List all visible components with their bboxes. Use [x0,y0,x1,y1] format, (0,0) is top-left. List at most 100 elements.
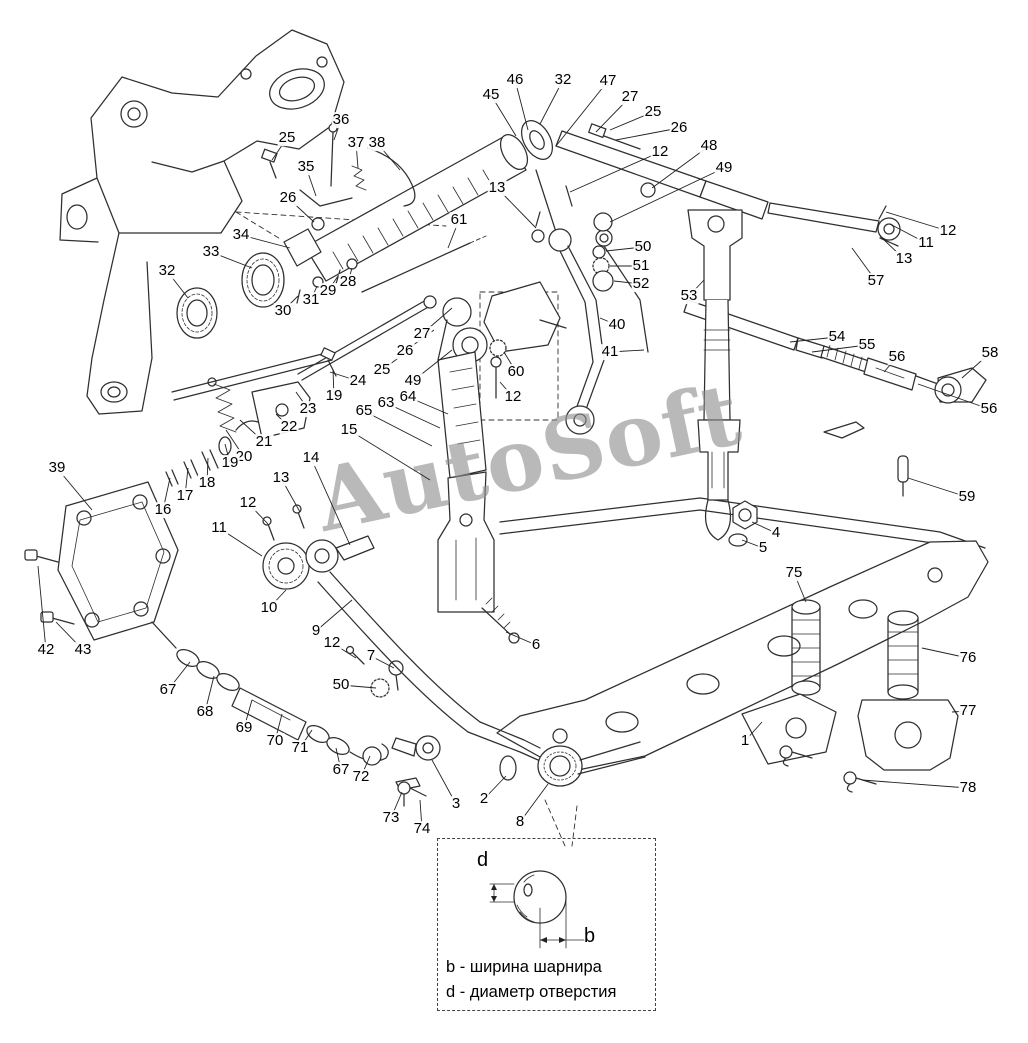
callout-77: 77 [958,702,978,720]
callout-25: 25 [643,103,663,121]
callout-8: 8 [514,813,526,831]
callout-76: 76 [958,649,978,667]
callout-78: 78 [958,779,978,797]
callout-69: 69 [234,719,254,737]
callout-59: 59 [957,488,977,506]
legend-notes: b - ширина шарнира d - диаметр отверстия [446,955,616,1005]
legend-note-b: b - ширина шарнира [446,958,602,976]
callout-28: 28 [338,273,358,291]
callout-49: 49 [403,372,423,390]
callout-32: 32 [157,262,177,280]
drawbar-columns [741,599,959,793]
callout-71: 71 [290,739,310,757]
small-parts-top [261,123,487,304]
callout-58: 58 [980,344,1000,362]
callout-35: 35 [296,158,316,176]
callout-60: 60 [506,363,526,381]
callout-19: 19 [324,387,344,405]
callout-19: 19 [220,454,240,472]
callout-27: 27 [620,88,640,106]
legend-note-d: d - диаметр отверстия [446,983,617,1001]
callout-43: 43 [73,641,93,659]
callout-56: 56 [887,348,907,366]
callout-46: 46 [505,71,525,89]
callout-36: 36 [331,111,351,129]
callout-31: 31 [301,291,321,309]
callout-73: 73 [381,809,401,827]
upper-mount-bracket [59,29,345,415]
callout-45: 45 [481,86,501,104]
callout-26: 26 [395,342,415,360]
callout-65: 65 [354,402,374,420]
callout-9: 9 [310,622,322,640]
callout-50: 50 [331,676,351,694]
callout-38: 38 [367,134,387,152]
callout-42: 42 [36,641,56,659]
callout-14: 14 [301,449,321,467]
callout-47: 47 [598,72,618,90]
callout-11: 11 [917,234,935,252]
callout-33: 33 [201,243,221,261]
callout-39: 39 [47,459,67,477]
callout-52: 52 [631,275,651,293]
frame-weldment [496,540,989,771]
callout-16: 16 [153,501,173,519]
callout-2: 2 [478,790,490,808]
callout-55: 55 [857,336,877,354]
callout-12: 12 [938,222,958,240]
callout-7: 7 [365,647,377,665]
callout-12: 12 [650,143,670,161]
callout-22: 22 [279,418,299,436]
callout-64: 64 [398,388,418,406]
callout-75: 75 [784,564,804,582]
callout-41: 41 [600,343,620,361]
callout-37: 37 [346,134,366,152]
callout-29: 29 [318,282,338,300]
callout-21: 21 [254,433,274,451]
callout-56: 56 [979,400,999,418]
callout-49: 49 [714,159,734,177]
callout-12: 12 [322,634,342,652]
callout-5: 5 [757,539,769,557]
callout-25: 25 [277,129,297,147]
callout-12: 12 [238,494,258,512]
dimension-label-d: d [477,849,489,871]
callout-61: 61 [449,211,469,229]
callout-30: 30 [273,302,293,320]
callout-51: 51 [631,257,651,275]
left-lift-link [437,297,520,644]
legend-box: b - ширина шарнира d - диаметр отверстия [437,838,656,1011]
callout-18: 18 [197,474,217,492]
callout-17: 17 [175,487,195,505]
callout-67: 67 [331,761,351,779]
callout-4: 4 [770,524,782,542]
callout-23: 23 [298,400,318,418]
callout-27: 27 [412,325,432,343]
callout-26: 26 [669,119,689,137]
callout-13: 13 [894,250,914,268]
callout-40: 40 [607,316,627,334]
callout-63: 63 [376,394,396,412]
callout-11: 11 [210,519,228,537]
callout-53: 53 [679,287,699,305]
dimension-label-b: b [584,925,596,947]
right-lift-link [687,209,743,541]
callout-72: 72 [351,768,371,786]
callout-3: 3 [450,795,462,813]
callout-67: 67 [158,681,178,699]
callout-15: 15 [339,421,359,439]
callout-10: 10 [259,599,279,617]
callout-34: 34 [231,226,251,244]
callout-26: 26 [278,189,298,207]
callout-54: 54 [827,328,847,346]
legend-ball-sketch [489,870,585,949]
callout-68: 68 [195,703,215,721]
callout-24: 24 [348,372,368,390]
lower-link-assembly [317,571,646,807]
callout-13: 13 [487,179,507,197]
callout-25: 25 [372,361,392,379]
callout-6: 6 [530,636,542,654]
callout-32: 32 [553,71,573,89]
